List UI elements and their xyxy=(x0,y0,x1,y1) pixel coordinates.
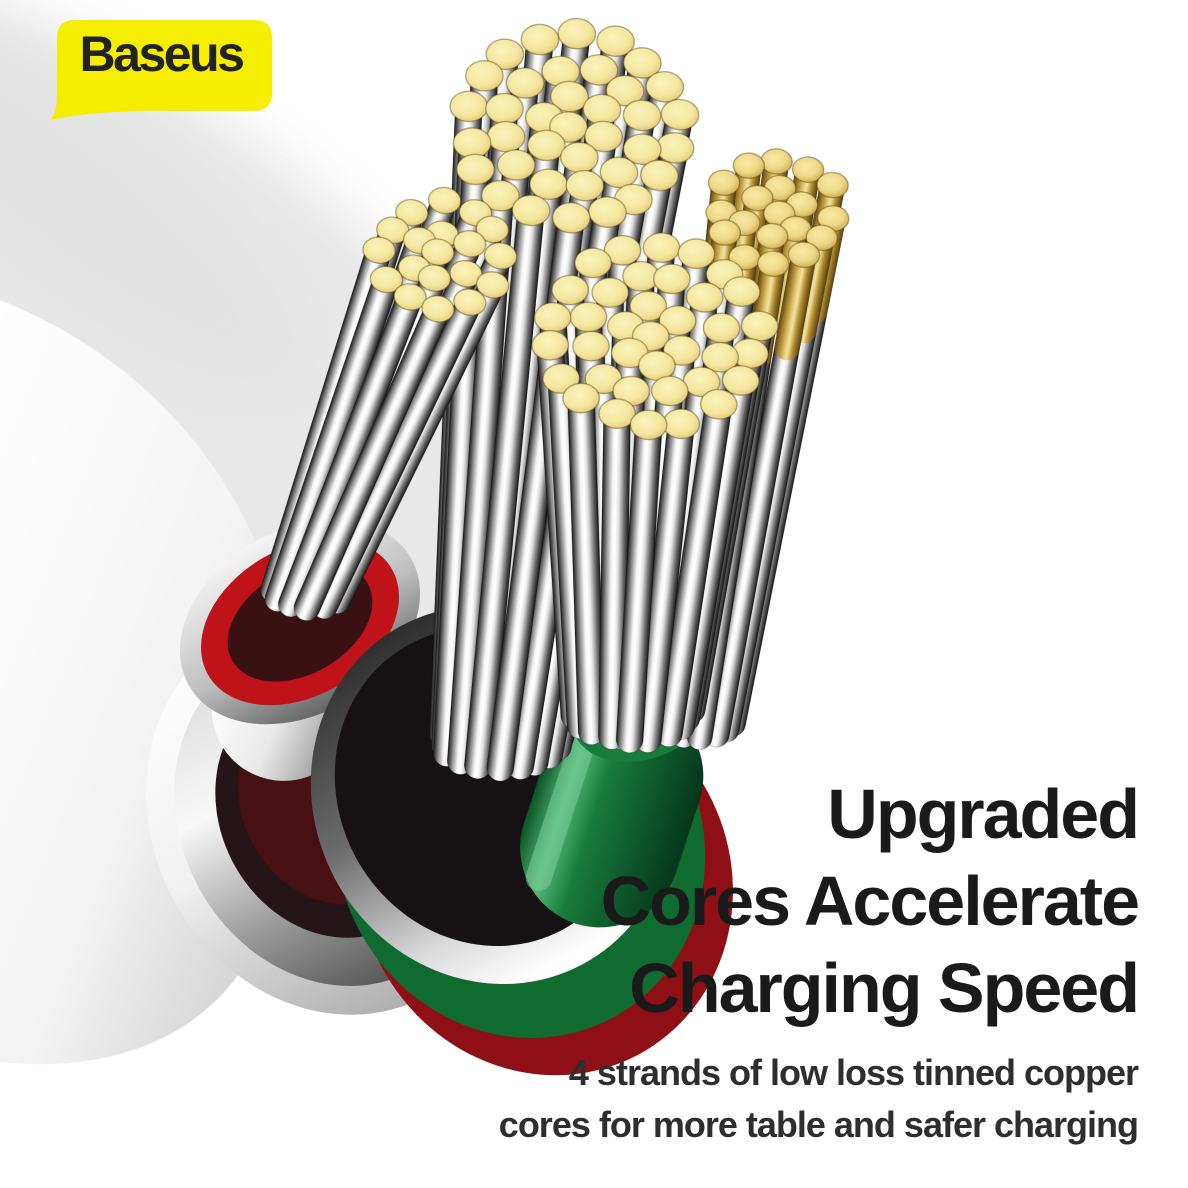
badge-shape-svg xyxy=(50,20,272,120)
headline-line-2: Cores Accelerate xyxy=(600,862,1140,940)
subtitle: 4 strands of low loss tinned copper core… xyxy=(498,1047,1139,1151)
wire-strand-tips xyxy=(362,17,850,441)
subtitle-line-2: cores for more table and safer charging xyxy=(498,1104,1139,1145)
wire-core-tips-0 xyxy=(449,17,700,234)
wire-core-tips-2 xyxy=(531,232,779,441)
wire-core-tips-1 xyxy=(362,186,518,323)
baseus-logo-text: Baseus xyxy=(79,26,245,82)
headline-line-1: Upgraded xyxy=(827,775,1140,853)
headline-line-3: Charging Speed xyxy=(629,949,1140,1027)
wire-core-strands-1 xyxy=(260,195,511,622)
baseus-logo-badge: Baseus xyxy=(48,20,276,122)
badge-shape xyxy=(50,20,272,120)
subtitle-line-1: 4 strands of low loss tinned copper xyxy=(568,1052,1139,1093)
headline: Upgraded Cores Accelerate Charging Speed xyxy=(600,771,1140,1032)
wire-core-tips-3 xyxy=(705,148,850,278)
